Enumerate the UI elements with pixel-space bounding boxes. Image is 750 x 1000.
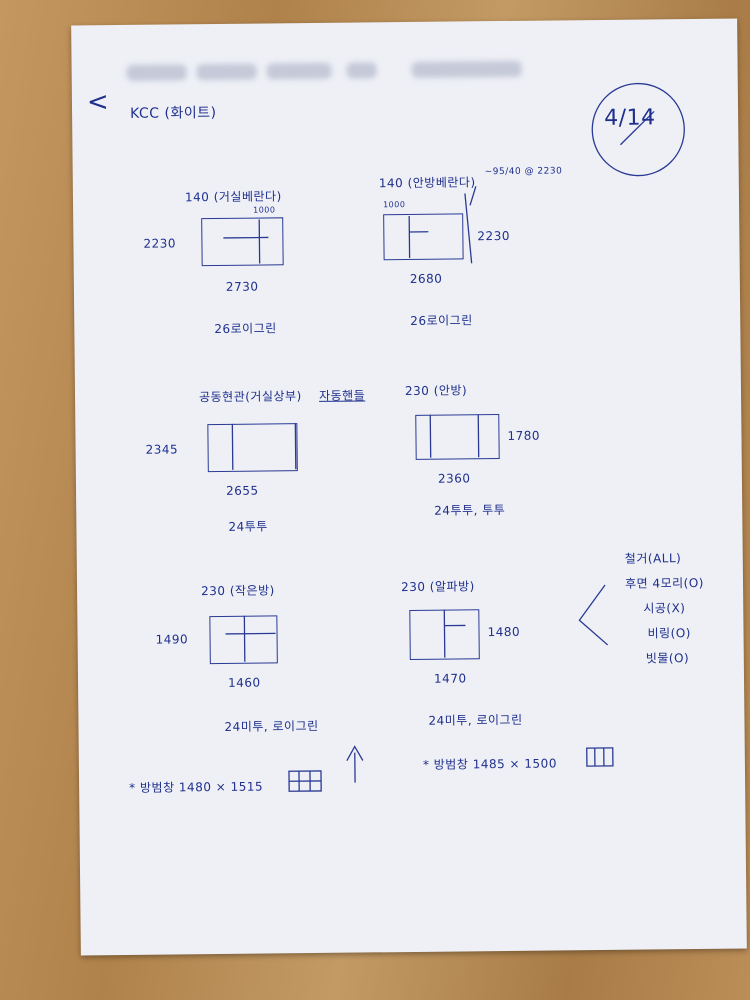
checklist-item: 빗물(O) xyxy=(645,651,690,666)
window-width: 1470 xyxy=(433,671,467,686)
security-window-note: * 방범창 1480 × 1515 xyxy=(129,779,264,795)
window-product: 24미투, 로이그린 xyxy=(224,718,319,734)
window-height: 1490 xyxy=(155,632,189,647)
window-product: 24미투, 로이그린 xyxy=(428,712,523,728)
window-width: 2360 xyxy=(437,471,471,486)
checklist-item: 철거(ALL) xyxy=(624,551,682,566)
window-product: 24투투 xyxy=(228,519,268,534)
window-sub-label: 1000 xyxy=(382,200,406,210)
window-title: 공동현관(거실상부) xyxy=(198,389,302,405)
window-product: 24투투, 투투 xyxy=(434,502,506,518)
window-title: 140 (안방베란다) xyxy=(378,175,476,191)
page-badge-circle xyxy=(591,82,685,177)
window-title: 230 (작은방) xyxy=(201,583,275,599)
window-title: 230 (알파방) xyxy=(400,579,475,595)
checklist-item: 후면 4모리(O) xyxy=(624,575,705,591)
window-diagram xyxy=(201,217,284,267)
sketch-lines xyxy=(223,82,685,792)
page-badge: 4/14 xyxy=(604,105,656,131)
window-height: 2345 xyxy=(145,442,179,457)
window-diagram xyxy=(383,213,464,261)
window-height: 2230 xyxy=(477,228,510,244)
checklist-item: 시공(X) xyxy=(643,601,686,616)
window-width: 2680 xyxy=(409,271,443,286)
handwritten-sheet: < KCC (화이트) 4 xyxy=(71,18,747,956)
window-title: 230 (안방) xyxy=(404,383,468,399)
window-extra: 자동핸들 xyxy=(318,388,366,403)
checklist-item: 비링(O) xyxy=(647,626,692,641)
window-sub-label: 1000 xyxy=(253,205,276,215)
window-title: 140 (거실베란다) xyxy=(184,189,282,205)
window-diagram xyxy=(409,609,480,661)
window-width: 2730 xyxy=(225,279,259,294)
window-diagram xyxy=(209,615,278,665)
security-window-note: * 방범창 1485 × 1500 xyxy=(422,756,557,772)
window-height: 1780 xyxy=(507,428,541,443)
window-diagram xyxy=(207,423,298,473)
window-product: 26로이그린 xyxy=(410,313,473,328)
window-height: 1480 xyxy=(487,624,521,640)
window-width: 1460 xyxy=(227,675,261,690)
window-product: 26로이그린 xyxy=(214,321,277,337)
window-width: 2655 xyxy=(225,483,259,498)
window-diagram xyxy=(415,414,500,460)
window-side-note: ~95/40 @ 2230 xyxy=(484,166,563,178)
window-height: 2230 xyxy=(143,236,177,251)
